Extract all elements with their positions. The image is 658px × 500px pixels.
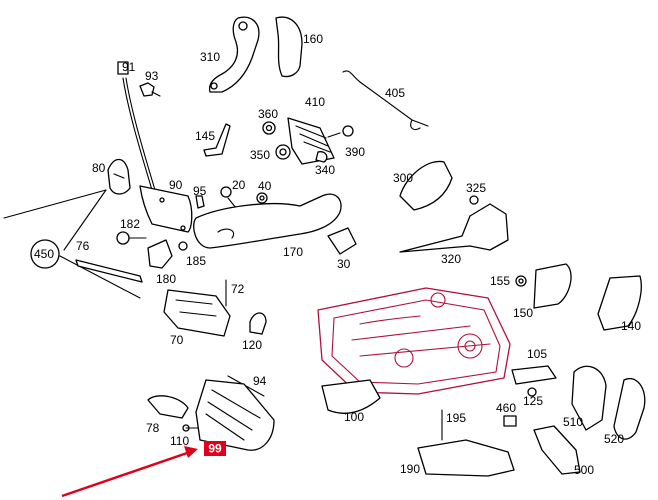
part-520-cushion-cover[interactable] [613, 378, 646, 440]
label-91[interactable]: 91 [122, 60, 136, 74]
label-100[interactable]: 100 [344, 410, 364, 424]
label-360[interactable]: 360 [258, 107, 278, 121]
part-150-switch-cover[interactable] [533, 263, 572, 309]
part-78-bracket[interactable] [147, 395, 189, 419]
label-110[interactable]: 110 [170, 434, 189, 448]
label-195[interactable]: 195 [446, 411, 466, 425]
label-450[interactable]: 450 [34, 247, 54, 261]
label-520[interactable]: 520 [604, 432, 624, 446]
leader-450-left [3, 189, 107, 219]
label-125[interactable]: 125 [523, 394, 543, 408]
label-340[interactable]: 340 [315, 163, 335, 177]
label-150[interactable]: 150 [513, 306, 533, 320]
part-185-nut[interactable] [178, 241, 188, 251]
part-340-spring-clip[interactable] [315, 151, 328, 163]
part-30-cover-cap[interactable] [327, 227, 357, 255]
label-78[interactable]: 78 [146, 421, 160, 435]
part-105-switch[interactable] [511, 365, 557, 385]
label-95[interactable]: 95 [193, 184, 207, 198]
label-93[interactable]: 93 [145, 69, 159, 83]
label-155[interactable]: 155 [490, 274, 510, 288]
label-300[interactable]: 300 [393, 171, 413, 185]
part-80-lever-trim[interactable] [107, 158, 131, 195]
part-120-bracket[interactable] [249, 312, 267, 335]
label-390[interactable]: 390 [345, 145, 365, 159]
label-140[interactable]: 140 [621, 319, 641, 333]
part-300-trim-panel[interactable] [399, 160, 453, 211]
part-20-screw[interactable] [220, 186, 237, 209]
part-125-grommet[interactable] [527, 387, 537, 397]
label-80[interactable]: 80 [92, 161, 106, 175]
label-160[interactable]: 160 [303, 32, 323, 46]
part-450-circle[interactable] [30, 239, 60, 269]
label-460[interactable]: 460 [496, 401, 516, 415]
part-labels: 310 160 91 93 405 360 410 145 350 390 34… [34, 32, 641, 477]
part-180-bracket[interactable] [147, 239, 173, 269]
label-410[interactable]: 410 [305, 95, 325, 109]
part-seat-frame-assembly[interactable] [317, 287, 511, 395]
leader-450-lower [59, 255, 141, 299]
part-93-screw[interactable] [139, 82, 161, 97]
part-100-lower-trim[interactable] [321, 379, 381, 414]
part-460-clip[interactable] [503, 415, 517, 427]
label-76[interactable]: 76 [76, 239, 90, 253]
part-95-clip[interactable] [195, 195, 205, 209]
part-360-nut[interactable] [262, 121, 276, 135]
part-350-bushing[interactable] [275, 144, 291, 160]
label-325[interactable]: 325 [466, 181, 486, 195]
label-72[interactable]: 72 [231, 282, 245, 296]
part-170-outer-side-panel[interactable] [193, 193, 342, 249]
label-350[interactable]: 350 [250, 148, 270, 162]
label-182[interactable]: 182 [120, 217, 140, 231]
part-70-seat-frame-side[interactable] [163, 289, 231, 337]
label-30[interactable]: 30 [337, 257, 351, 271]
pointer-arrow [61, 446, 198, 498]
part-405-wire-rod[interactable] [342, 70, 429, 131]
part-390-bolt[interactable] [327, 125, 354, 138]
part-145-pin[interactable] [203, 123, 231, 157]
label-405[interactable]: 405 [385, 86, 405, 100]
label-70[interactable]: 70 [170, 333, 184, 347]
part-155-washer[interactable] [515, 275, 527, 287]
label-170[interactable]: 170 [283, 245, 303, 259]
label-90[interactable]: 90 [169, 178, 183, 192]
label-120[interactable]: 120 [242, 338, 262, 352]
part-91-release-cable[interactable] [117, 61, 156, 191]
label-180[interactable]: 180 [156, 272, 176, 286]
label-320[interactable]: 320 [441, 252, 461, 266]
highlight-label: 99 [208, 442, 222, 456]
label-40[interactable]: 40 [258, 179, 272, 193]
leader-450-upper [63, 189, 107, 251]
label-510[interactable]: 510 [563, 415, 583, 429]
highlight-box[interactable] [204, 441, 226, 456]
part-99-storage-tray[interactable] [195, 379, 275, 451]
part-76-rail[interactable] [75, 259, 143, 283]
part-90-side-cover[interactable] [139, 185, 193, 233]
label-20[interactable]: 20 [232, 178, 246, 192]
label-310[interactable]: 310 [200, 50, 220, 64]
label-185[interactable]: 185 [186, 254, 206, 268]
part-320-inner-cover[interactable] [399, 203, 509, 253]
part-140-seat-trim[interactable] [597, 275, 642, 331]
label-105[interactable]: 105 [527, 347, 547, 361]
label-145[interactable]: 145 [195, 129, 215, 143]
part-110-screw[interactable] [182, 424, 199, 432]
part-160-hinge-trim[interactable] [275, 16, 303, 78]
part-510-side-shield[interactable] [571, 365, 607, 431]
part-190-base-panel[interactable] [417, 439, 515, 477]
part-40-grommet[interactable] [256, 192, 268, 204]
label-500[interactable]: 500 [574, 463, 594, 477]
label-190[interactable]: 190 [400, 462, 420, 476]
part-500-lower-shield[interactable] [533, 425, 581, 475]
label-94[interactable]: 94 [253, 374, 267, 388]
part-182-bolt[interactable] [116, 231, 147, 245]
part-310-hinge-cover[interactable] [208, 16, 260, 93]
part-325-washer[interactable] [469, 195, 479, 205]
